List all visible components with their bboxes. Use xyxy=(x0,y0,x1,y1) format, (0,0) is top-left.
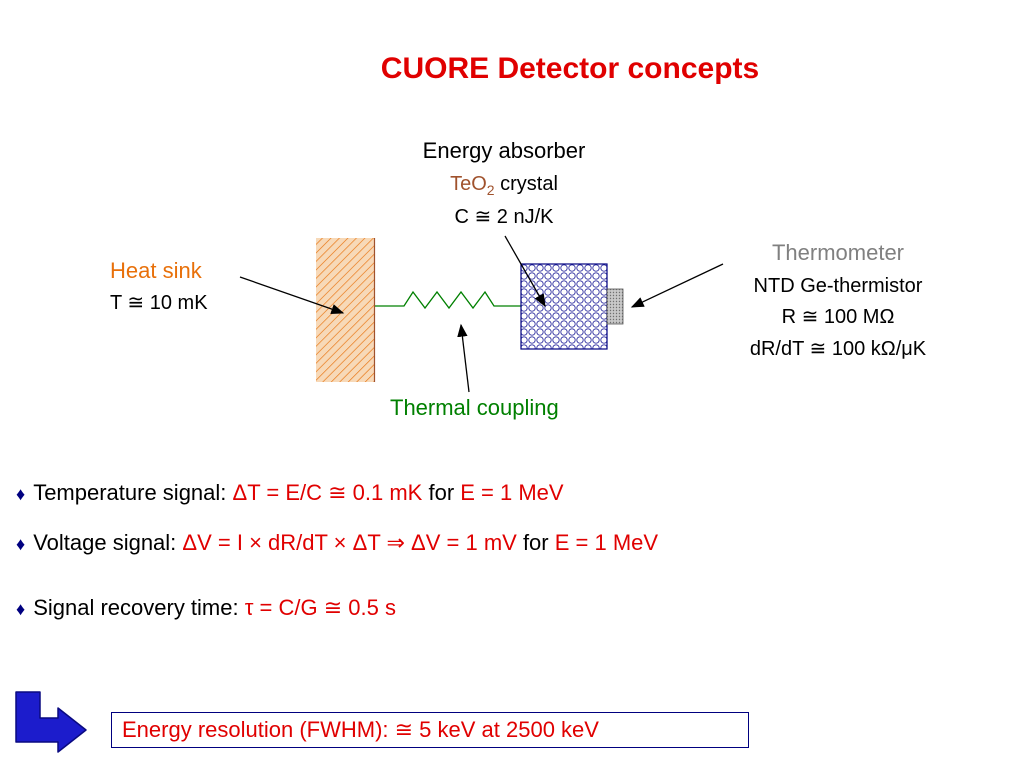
absorber-material-suffix: crystal xyxy=(494,173,558,195)
absorber-material-prefix: TeO xyxy=(450,173,487,195)
absorber-heading: Energy absorber xyxy=(422,138,586,163)
thermal-coupling-link xyxy=(375,290,521,310)
bullet-label: Voltage signal: xyxy=(33,530,183,555)
absorber-material-subscript: 2 xyxy=(486,182,495,198)
diamond-icon: ♦ xyxy=(16,599,26,619)
thermometer-sensitivity: dR/dT ≅ 100 kΩ/μK xyxy=(749,338,927,360)
heat-sink-pointer xyxy=(239,276,345,315)
thermometer-pointer xyxy=(630,263,724,308)
bullet-temperature-signal: ♦ Temperature signal: ΔT = E/C ≅ 0.1 mK f… xyxy=(16,480,564,506)
thermometer-type: NTD Ge-thermistor xyxy=(753,275,923,297)
diamond-icon: ♦ xyxy=(16,484,26,504)
bent-arrow-icon xyxy=(15,691,87,753)
bullet-for: for xyxy=(422,480,461,505)
diamond-icon: ♦ xyxy=(16,534,26,554)
coupling-label: Thermal coupling xyxy=(390,395,559,420)
thermometer-resistance: R ≅ 100 MΩ xyxy=(781,306,895,328)
bullet-recovery-time: ♦ Signal recovery time: τ = C/G ≅ 0.5 s xyxy=(16,595,396,621)
bullet-condition: E = 1 MeV xyxy=(460,480,564,505)
page-title: CUORE Detector concepts xyxy=(380,52,760,85)
absorber-capacity: C ≅ 2 nJ/K xyxy=(454,206,554,228)
absorber-pointer xyxy=(504,235,546,308)
absorber-crystal xyxy=(520,263,608,350)
bullet-label: Temperature signal: xyxy=(33,480,233,505)
thermistor-block xyxy=(606,288,624,325)
bullet-formula: ΔV = I × dR/dT × ΔT ⇒ ΔV = 1 mV xyxy=(182,530,517,555)
heat-sink-heading: Heat sink xyxy=(110,258,202,283)
bullet-for: for xyxy=(516,530,555,555)
absorber-material: TeO2 crystal xyxy=(384,171,624,203)
bullet-formula: ΔT = E/C ≅ 0.1 mK xyxy=(232,480,423,505)
bullet-formula: τ = C/G ≅ 0.5 s xyxy=(244,595,396,620)
coupling-pointer xyxy=(457,323,470,393)
energy-resolution-box: Energy resolution (FWHM): ≅ 5 keV at 250… xyxy=(111,712,749,748)
bullet-label: Signal recovery time: xyxy=(33,595,245,620)
thermometer-heading: Thermometer xyxy=(771,240,905,265)
heat-sink-block xyxy=(316,238,376,382)
bullet-condition: E = 1 MeV xyxy=(554,530,659,555)
bullet-voltage-signal: ♦ Voltage signal: ΔV = I × dR/dT × ΔT ⇒ Δ… xyxy=(16,530,658,556)
heat-sink-temperature: T ≅ 10 mK xyxy=(110,292,208,314)
